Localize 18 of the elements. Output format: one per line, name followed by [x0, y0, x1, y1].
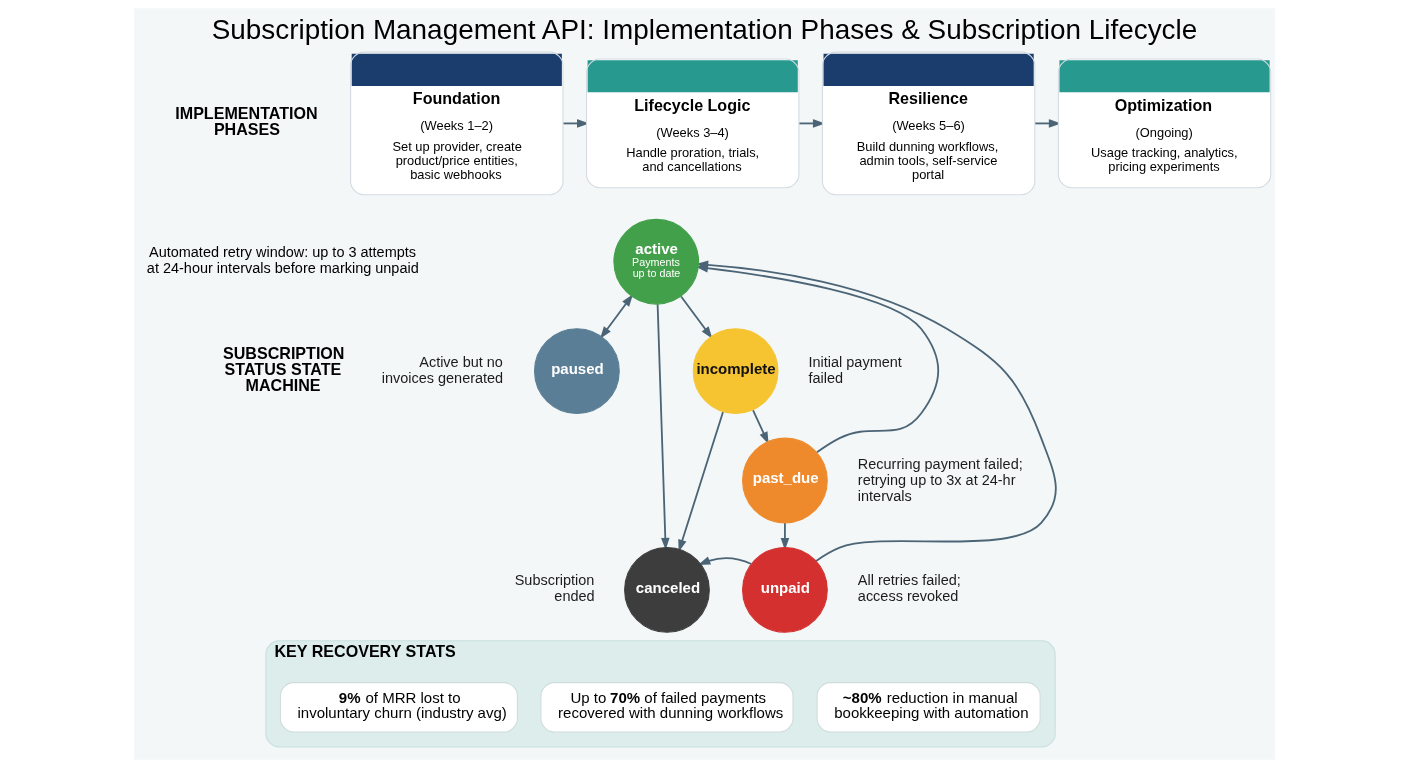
label: IMPLEMENTATION PHASES	[174, 104, 318, 139]
arrow	[679, 295, 712, 339]
label: Automated retry window: up to 3 attempts at 24-hour intervals before marking unpaid	[146, 244, 419, 277]
diagram-title: Subscription Management API: Implementation Phases & Subscription Lifecycle	[211, 14, 1197, 46]
node-box: Up to 70% of failed payments recovered with dunning workflows	[539, 682, 793, 733]
node-circle: past_due	[741, 437, 828, 524]
node-box: ~80% reduction in manual bookkeeping with automation	[816, 682, 1041, 733]
label: SUBSCRIPTION STATUS STATE MACHINE	[222, 343, 345, 394]
node-label: Active but no invoices generated	[381, 353, 503, 386]
arrow	[599, 294, 633, 339]
arrow	[751, 409, 769, 445]
node-label: Subscription ended	[514, 572, 595, 605]
node-label: Recurring payment failed; retrying up to 3x at 24-hr intervals	[857, 455, 1023, 504]
node-label: All retries failed; access revoked	[857, 572, 961, 605]
arrow	[677, 411, 724, 552]
node-box: 9% of MRR lost to involuntary churn (industry avg)	[279, 682, 518, 733]
node-circle: unpaid	[741, 547, 828, 633]
node-label: Initial payment failed	[808, 353, 902, 386]
